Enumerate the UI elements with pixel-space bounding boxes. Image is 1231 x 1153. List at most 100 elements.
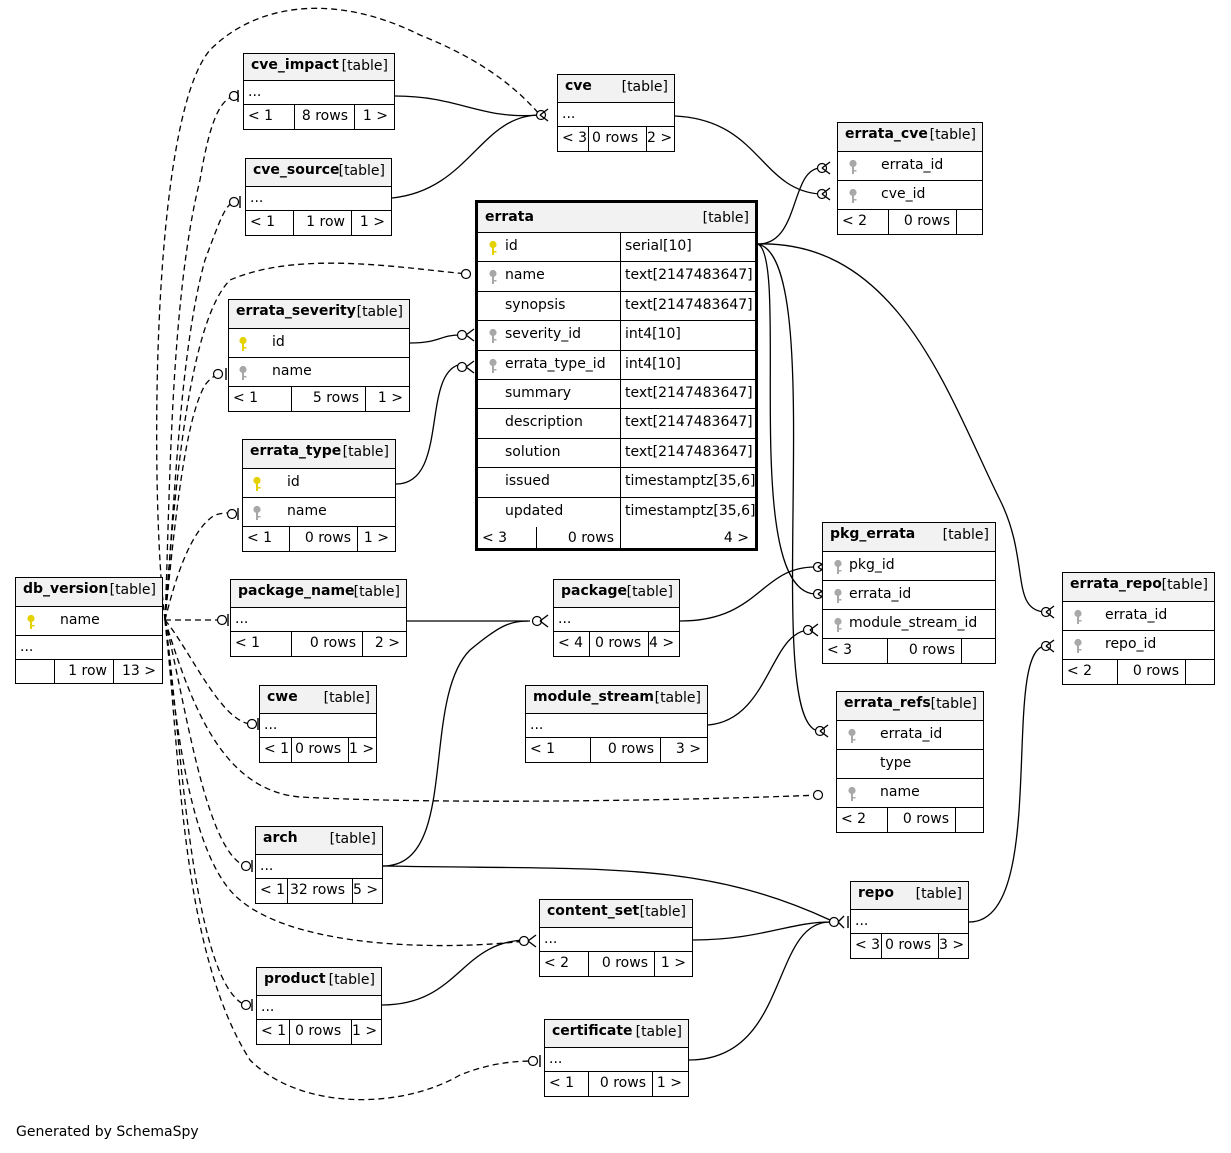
edge-db_version-cve_source [164,201,235,621]
table-errata_type[interactable]: errata_type[table] id name < 1 0 rows 1 … [242,439,396,552]
table-cve_source[interactable]: cve_source[table] ... < 1 1 row 1 > [245,158,392,236]
table-arch[interactable]: arch[table] ... < 1 32 rows 5 > [255,826,383,904]
edge-db_version-cve [156,7,541,621]
parents-count: < 2 [842,213,868,229]
children-count: 1 > [351,1020,381,1044]
column-type: text[2147483647] [620,262,753,291]
children-count: 4 > [648,632,679,656]
primary-key-icon [236,336,250,351]
column-name: updated [505,502,564,519]
parents-count: < 2 [1067,663,1093,679]
rows-count: 5 rows [291,387,365,411]
edge-cve-errata_cve [674,115,821,195]
table-content_set[interactable]: content_set[table] ... < 2 0 rows 1 > [539,899,693,977]
table-errata_repo[interactable]: errata_repo[table] errata_id repo_id < 2… [1062,572,1215,685]
column-name: pkg_id [849,557,895,573]
column-type: text[2147483647] [620,291,753,321]
edge-db_version-errata_severity [164,374,221,621]
table-type: [table] [635,1024,682,1040]
edge-cve_source-cve [391,114,541,199]
parents-count: < 1 [248,108,274,124]
foreign-key-icon [486,358,500,373]
rows-count: 32 rows [287,879,352,903]
columns-collapsed: ... [530,717,544,733]
table-product[interactable]: product[table] ... < 1 0 rows 1 > [256,967,382,1045]
table-type: [table] [338,163,385,179]
table-module_stream[interactable]: module_stream[table] ... < 1 0 rows 3 > [525,685,708,763]
edge-repo-errata_repo [968,645,1046,923]
rows-count: 0 rows [289,527,357,551]
parents-count: < 2 [841,811,867,827]
table-package[interactable]: package[table] ... < 4 0 rows 4 > [553,579,680,657]
children-count: 5 > [352,879,382,903]
table-cve_impact[interactable]: cve_impact[table] ... < 1 8 rows 1 > [243,53,395,130]
table-errata_severity[interactable]: errata_severity[table] id name < 1 5 row… [228,299,410,412]
column-type: text[2147483647] [620,409,753,438]
column-name: name [287,503,327,519]
column-row: synopsis text[2147483647] [478,291,755,322]
parents-count: < 3 [855,937,881,953]
rows-count: 8 rows [294,105,354,129]
table-name: errata_cve [845,126,928,142]
table-type: [table] [654,690,701,706]
table-name: errata_refs [844,695,931,711]
columns-collapsed: ... [544,931,558,947]
edge-db_version-arch [164,619,246,867]
columns-collapsed: ... [264,717,278,733]
column-name: synopsis [505,296,566,313]
children-count [961,639,995,663]
edge-cve_impact-cve [394,95,541,117]
table-db_version[interactable]: db_version[table] name ... 1 row 13 > [15,577,163,684]
column-name: solution [505,443,561,460]
table-name: product [264,971,326,987]
columns-collapsed: ... [250,190,264,206]
table-cwe[interactable]: cwe[table] ... < 1 0 rows 1 > [259,685,377,763]
columns-collapsed: ... [549,1051,563,1067]
rows-count: 0 rows [588,127,646,151]
table-package_name[interactable]: package_name[table] ... < 1 0 rows 2 > [230,579,407,657]
rows-count: 0 rows [291,738,348,762]
table-name: db_version [23,581,109,597]
rows-count: 0 rows [588,1072,652,1096]
table-errata_cve[interactable]: errata_cve[table] errata_id cve_id < 2 0… [837,122,983,235]
foreign-key-icon [831,559,845,574]
column-name: description [505,414,583,431]
table-repo[interactable]: repo[table] ... < 3 0 rows 3 > [850,881,969,959]
table-certificate[interactable]: certificate[table] ... < 1 0 rows 1 > [544,1019,689,1097]
parents-count: < 1 [530,741,556,757]
column-name: errata_type_id [505,355,606,372]
parents-count: < 1 [250,214,276,230]
parents-count: < 4 [558,635,584,651]
children-count [955,808,983,832]
column-name: name [272,363,312,379]
children-count: 1 > [351,211,391,235]
table-type: [table] [626,584,673,600]
children-count: 1 > [365,387,409,411]
column-name: id [505,238,518,254]
column-name: id [272,334,285,350]
table-name: errata_type [250,443,342,459]
foreign-key-icon [486,269,500,285]
column-name: errata_id [880,726,943,742]
rows-count: 0 rows [291,632,362,656]
children-count: 1 > [652,1072,688,1096]
foreign-key-icon [1071,609,1085,624]
rows-count: 0 rows [589,632,648,656]
column-type: timestamptz[35,6] [620,497,755,527]
column-name: issued [505,473,550,490]
column-type: timestamptz[35,6] [620,468,755,497]
table-errata_refs[interactable]: errata_refs[table] errata_id type name <… [836,691,984,833]
edge-db_version-cve_impact [164,95,235,621]
table-type: [table] [356,304,403,320]
edge-db_version-errata-name [164,262,469,621]
rows-count: 0 rows [1117,660,1185,684]
primary-key-icon [486,240,500,255]
table-pkg_errata[interactable]: pkg_errata[table] pkg_id errata_id modul… [822,522,996,664]
table-type: [table] [930,696,977,712]
table-cve[interactable]: cve[table] ... < 3 0 rows 2 > [557,74,675,152]
